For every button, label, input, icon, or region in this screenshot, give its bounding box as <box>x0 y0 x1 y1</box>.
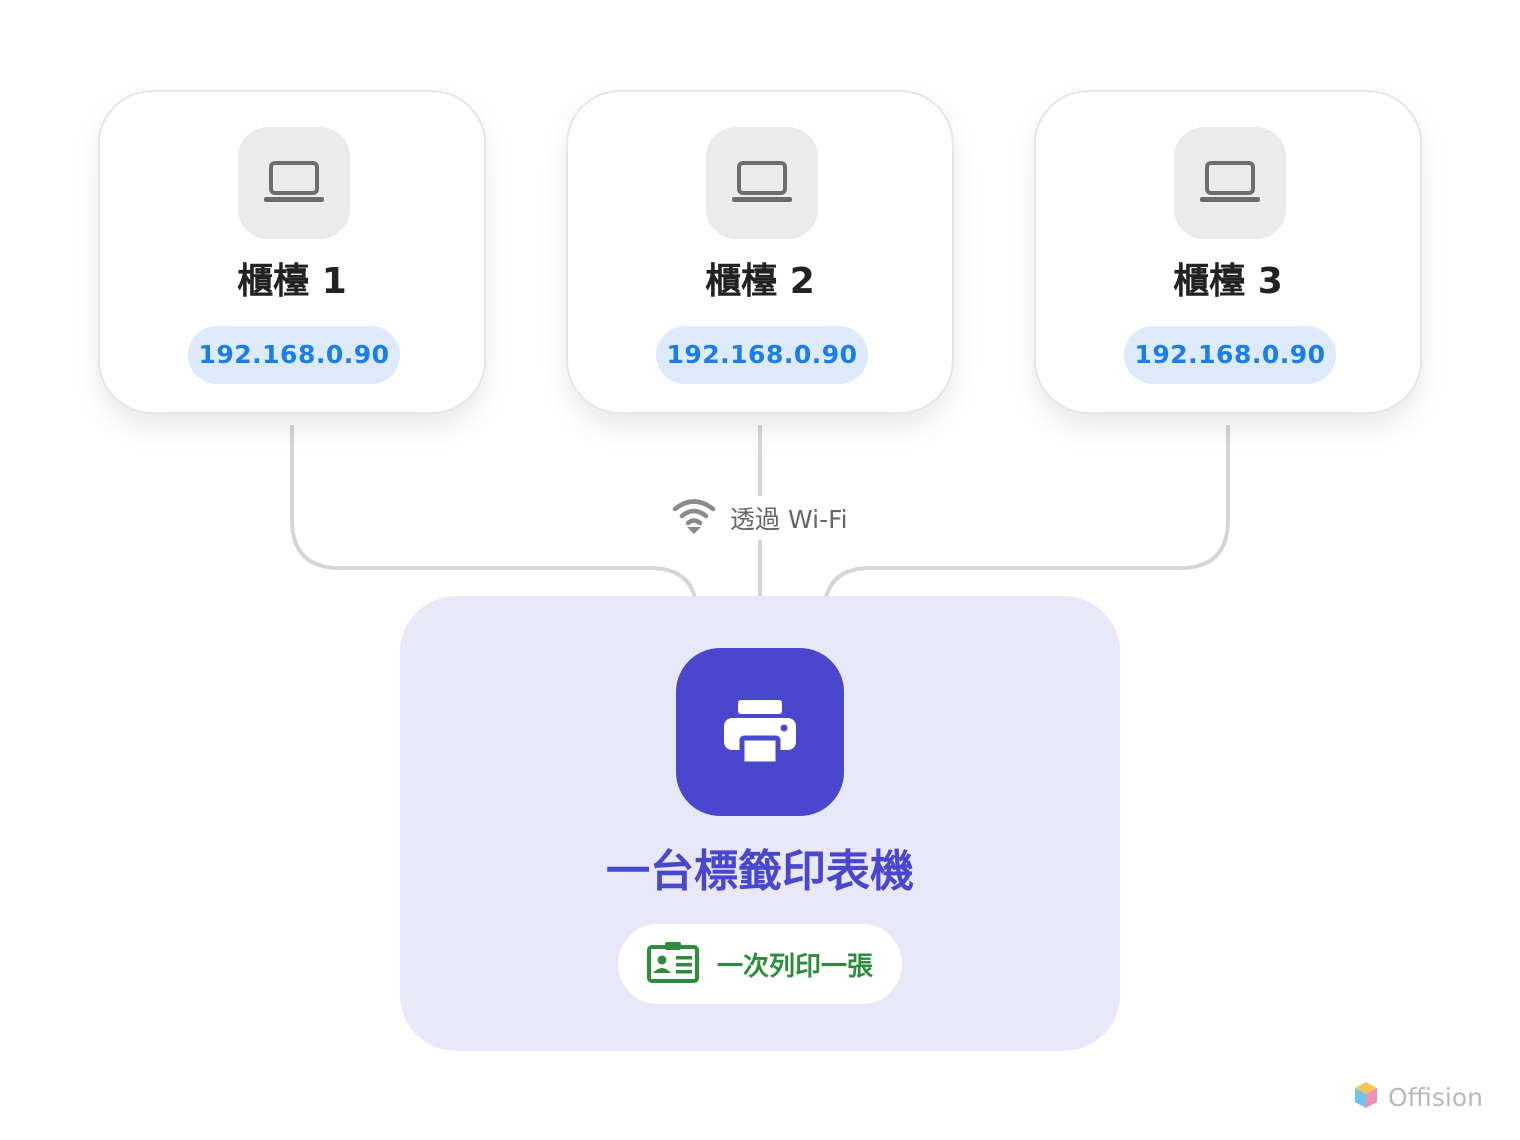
laptop-icon <box>1174 127 1286 239</box>
connector-counter-1 <box>290 425 699 628</box>
counter-card-1: 櫃檯 1 192.168.0.90 <box>98 90 486 414</box>
counter-name: 櫃檯 3 <box>1173 261 1283 302</box>
wifi-icon <box>672 497 716 539</box>
counter-card-3: 櫃檯 3 192.168.0.90 <box>1034 90 1422 414</box>
counter-card-2: 櫃檯 2 192.168.0.90 <box>566 90 954 414</box>
connector-counter-3 <box>822 425 1230 628</box>
wifi-label-text: 透過 Wi-Fi <box>730 505 848 534</box>
laptop-icon <box>706 127 818 239</box>
label-card-icon <box>646 941 699 987</box>
wifi-connection-label: 透過 Wi-Fi <box>666 496 854 540</box>
counter-name: 櫃檯 2 <box>705 261 815 302</box>
ip-address-badge: 192.168.0.90 <box>188 326 400 384</box>
ip-address-badge: 192.168.0.90 <box>656 326 868 384</box>
print-mode-label: 一次列印一張 <box>716 951 873 982</box>
printer-panel: 一台標籤印表機 一次列印一張 <box>400 596 1120 1051</box>
ip-address-badge: 192.168.0.90 <box>1124 326 1336 384</box>
printer-title: 一台標籤印表機 <box>606 846 914 897</box>
laptop-icon <box>238 127 350 239</box>
print-mode-badge: 一次列印一張 <box>618 924 902 1004</box>
printer-icon <box>676 648 844 816</box>
brand-watermark: Offision <box>1352 1080 1483 1114</box>
counter-name: 櫃檯 1 <box>237 261 347 302</box>
brand-name: Offision <box>1388 1082 1483 1112</box>
offision-logo-icon <box>1352 1080 1380 1114</box>
